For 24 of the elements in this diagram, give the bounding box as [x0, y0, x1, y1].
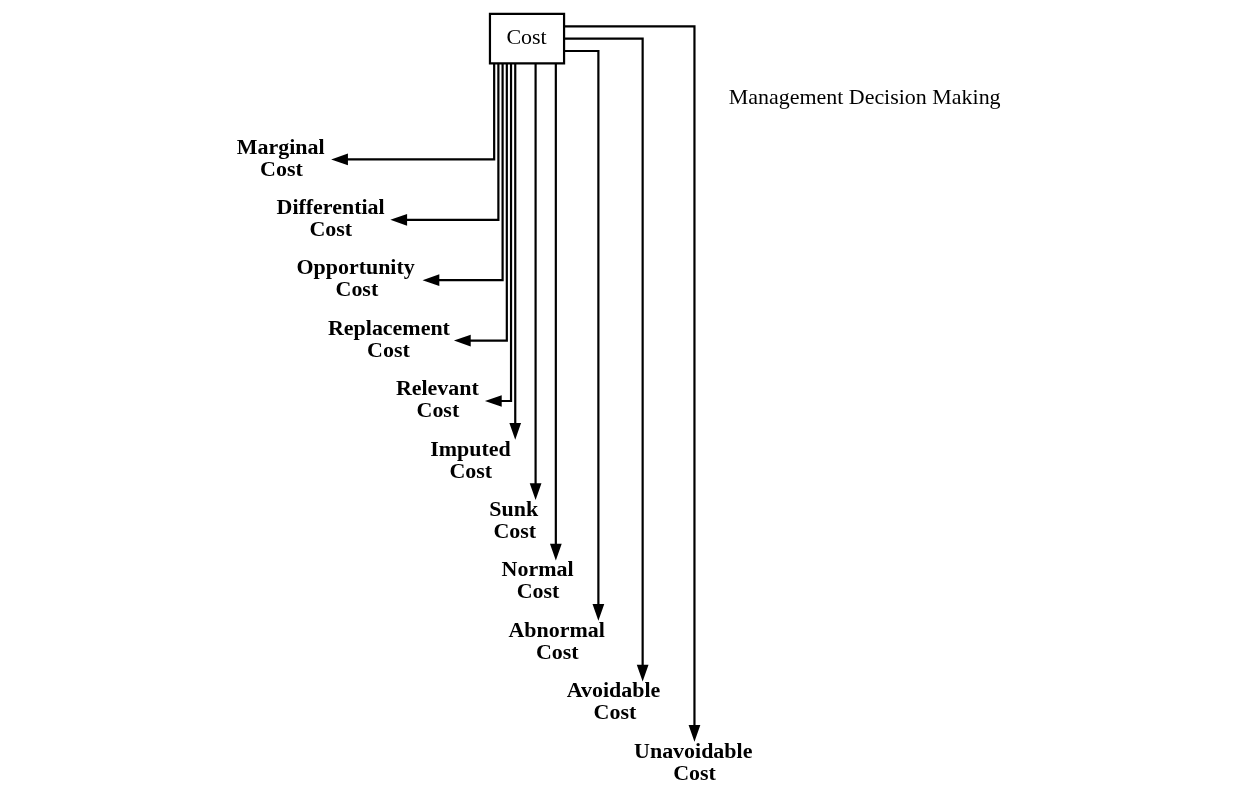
- arrow: [390, 63, 500, 226]
- label: Management Decision Making: [728, 84, 1001, 110]
- arrow: [453, 63, 508, 347]
- arrow: [509, 63, 522, 440]
- arrow: [422, 63, 504, 287]
- node-text: Sunk Cost: [489, 496, 539, 543]
- arrow: [549, 63, 562, 561]
- node-text: Replacement Cost: [328, 314, 450, 362]
- arrow: [331, 63, 496, 166]
- arrow: [564, 49, 605, 621]
- node-text: Abnormal Cost: [508, 616, 605, 664]
- node-text: Normal Cost: [501, 556, 574, 604]
- arrow: [484, 63, 513, 407]
- arrow: [529, 63, 542, 501]
- node-text: Opportunity Cost: [296, 254, 415, 302]
- arrow: [564, 37, 649, 682]
- node-text: Avoidable Cost: [566, 677, 661, 725]
- node-text: Marginal Cost: [236, 133, 325, 181]
- arrow: [564, 25, 701, 742]
- node-text: Differential Cost: [276, 194, 385, 242]
- node-text: Imputed Cost: [430, 435, 511, 483]
- node-box: Cost: [488, 12, 566, 65]
- node-text: Unavoidable Cost: [634, 737, 753, 785]
- node-text: Relevant Cost: [395, 375, 479, 423]
